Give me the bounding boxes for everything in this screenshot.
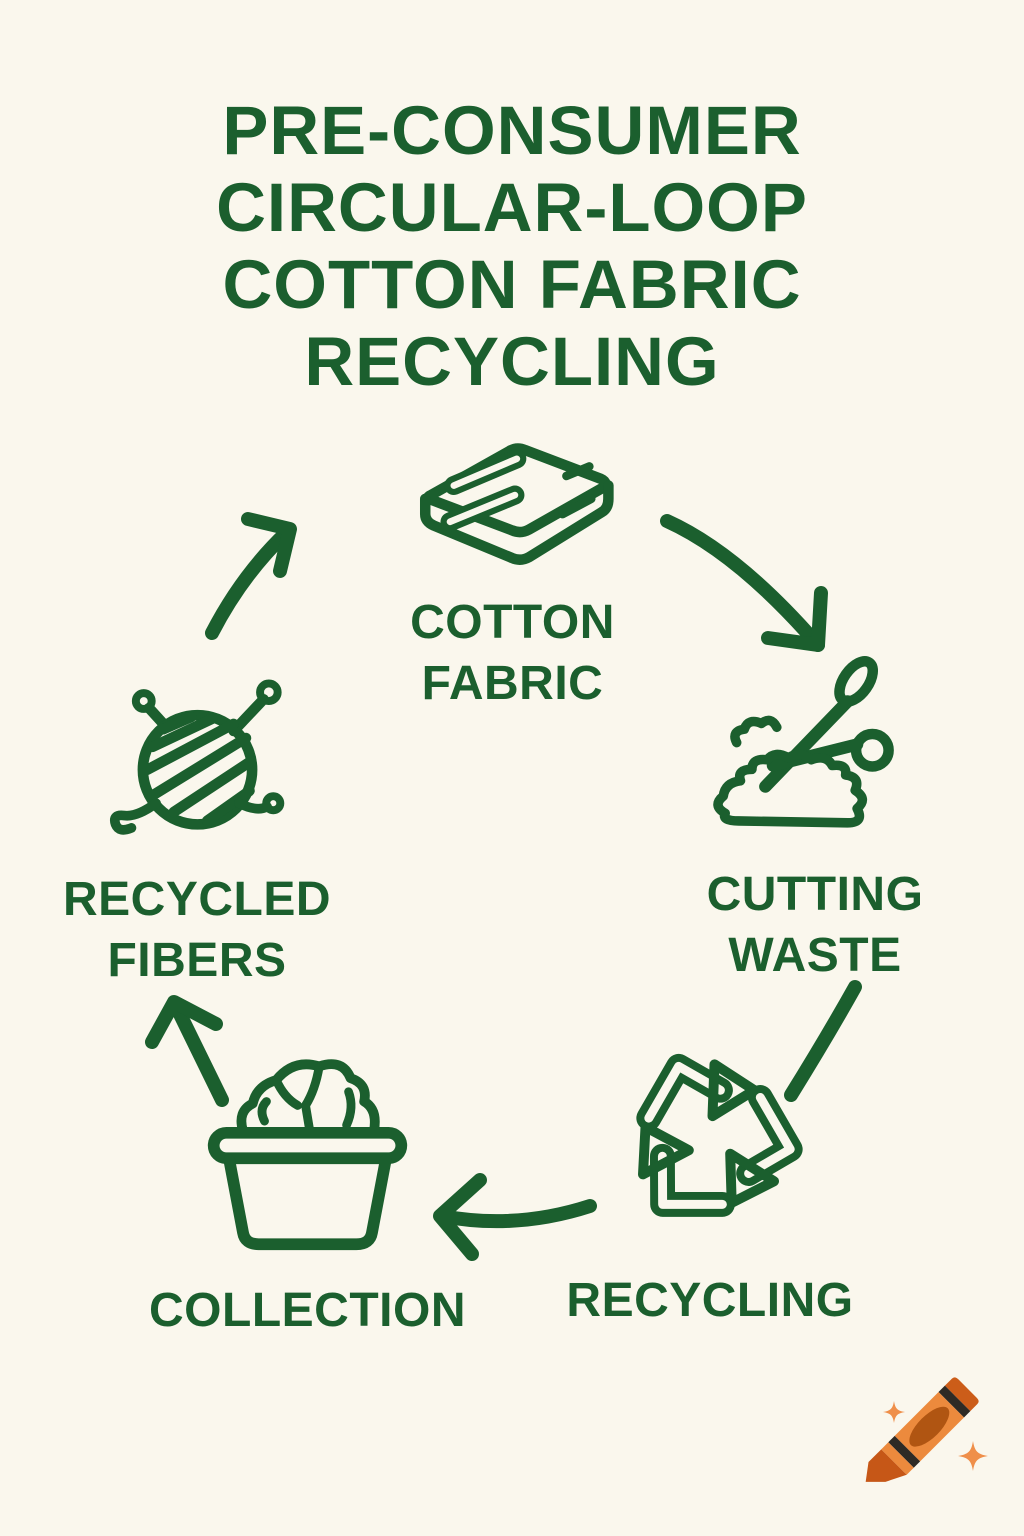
- node-label: RECYCLING: [566, 1274, 854, 1327]
- node-label: COTTON FABRIC: [410, 596, 615, 710]
- title-line: COTTON FABRIC: [222, 246, 802, 323]
- collection-bin-icon: [200, 1030, 415, 1262]
- node-recycling: RECYCLING: [530, 1040, 890, 1331]
- node-collection: COLLECTION: [130, 1030, 485, 1341]
- arc-cutting-waste-to-recycling-icon: [784, 980, 862, 1102]
- arrow-cotton-fabric-to-cutting-waste-icon: [660, 514, 828, 652]
- title-line: RECYCLING: [304, 323, 720, 400]
- title-line: PRE-CONSUMER: [222, 92, 802, 169]
- arrow-recycled-fibers-to-cotton-fabric-icon: [205, 512, 297, 640]
- node-label: RECYCLED FIBERS: [62, 873, 332, 987]
- poster-title: PRE-CONSUMER CIRCULAR-LOOP COTTON FABRIC…: [0, 92, 1024, 400]
- title-line: CIRCULAR-LOOP: [216, 169, 808, 246]
- node-label: CUTTING WASTE: [706, 868, 924, 982]
- arrow-collection-to-recycled-fibers-icon: [145, 995, 229, 1107]
- node-label: COLLECTION: [149, 1284, 466, 1337]
- folded-fabric-icon: [398, 434, 628, 579]
- sparkle-icon: [882, 1400, 906, 1424]
- node-recycled-fibers: RECYCLED FIBERS: [18, 663, 376, 991]
- node-cotton-fabric: COTTON FABRIC: [330, 434, 695, 714]
- crayon-logo: [856, 1366, 1016, 1526]
- crayon-icon: [865, 1377, 988, 1482]
- node-cutting-waste: CUTTING WASTE: [655, 650, 975, 986]
- scissors-cutting-icon: [708, 650, 923, 838]
- sparkle-icon: [958, 1441, 988, 1471]
- arrow-recycling-to-collection-icon: [433, 1173, 597, 1261]
- yarn-ball-icon: [105, 663, 290, 858]
